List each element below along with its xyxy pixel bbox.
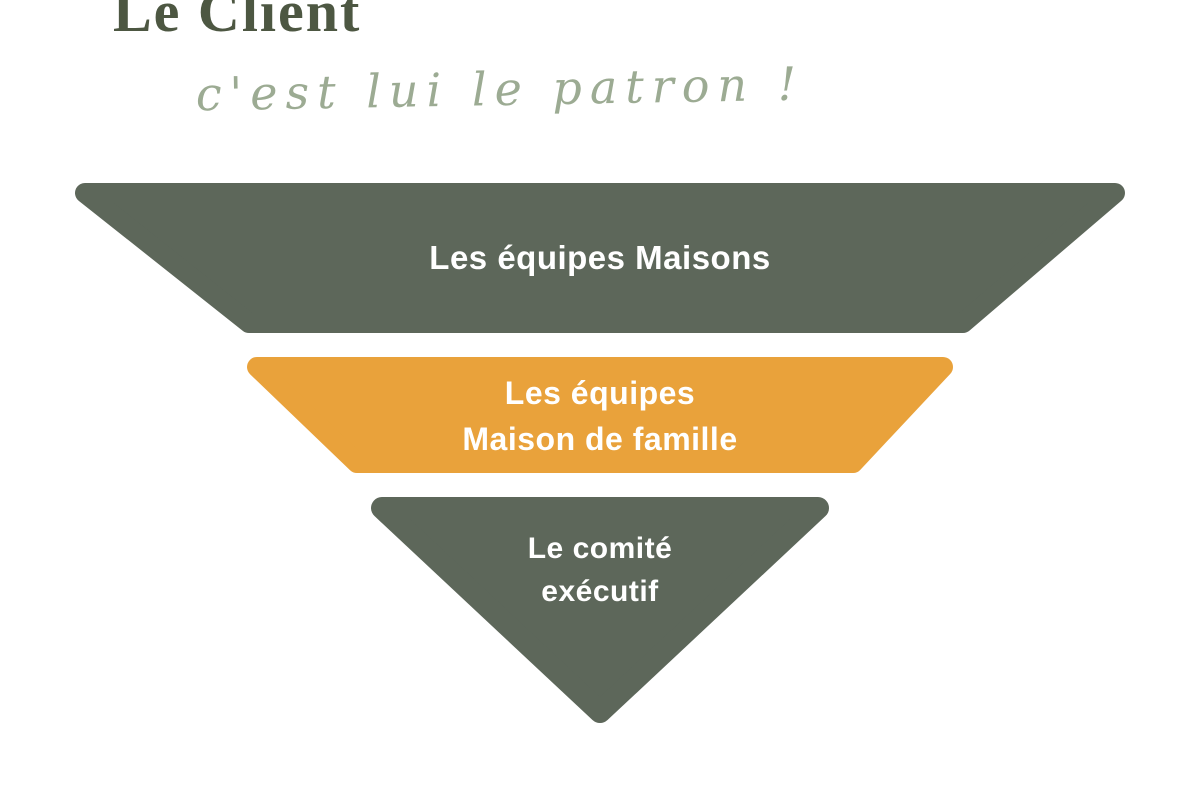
page-title: Le Client	[113, 0, 362, 44]
pyramid-level-3-shape	[371, 497, 829, 723]
pyramid-level-1-shape	[75, 183, 1125, 333]
pyramid-level-2-shape	[247, 357, 953, 473]
